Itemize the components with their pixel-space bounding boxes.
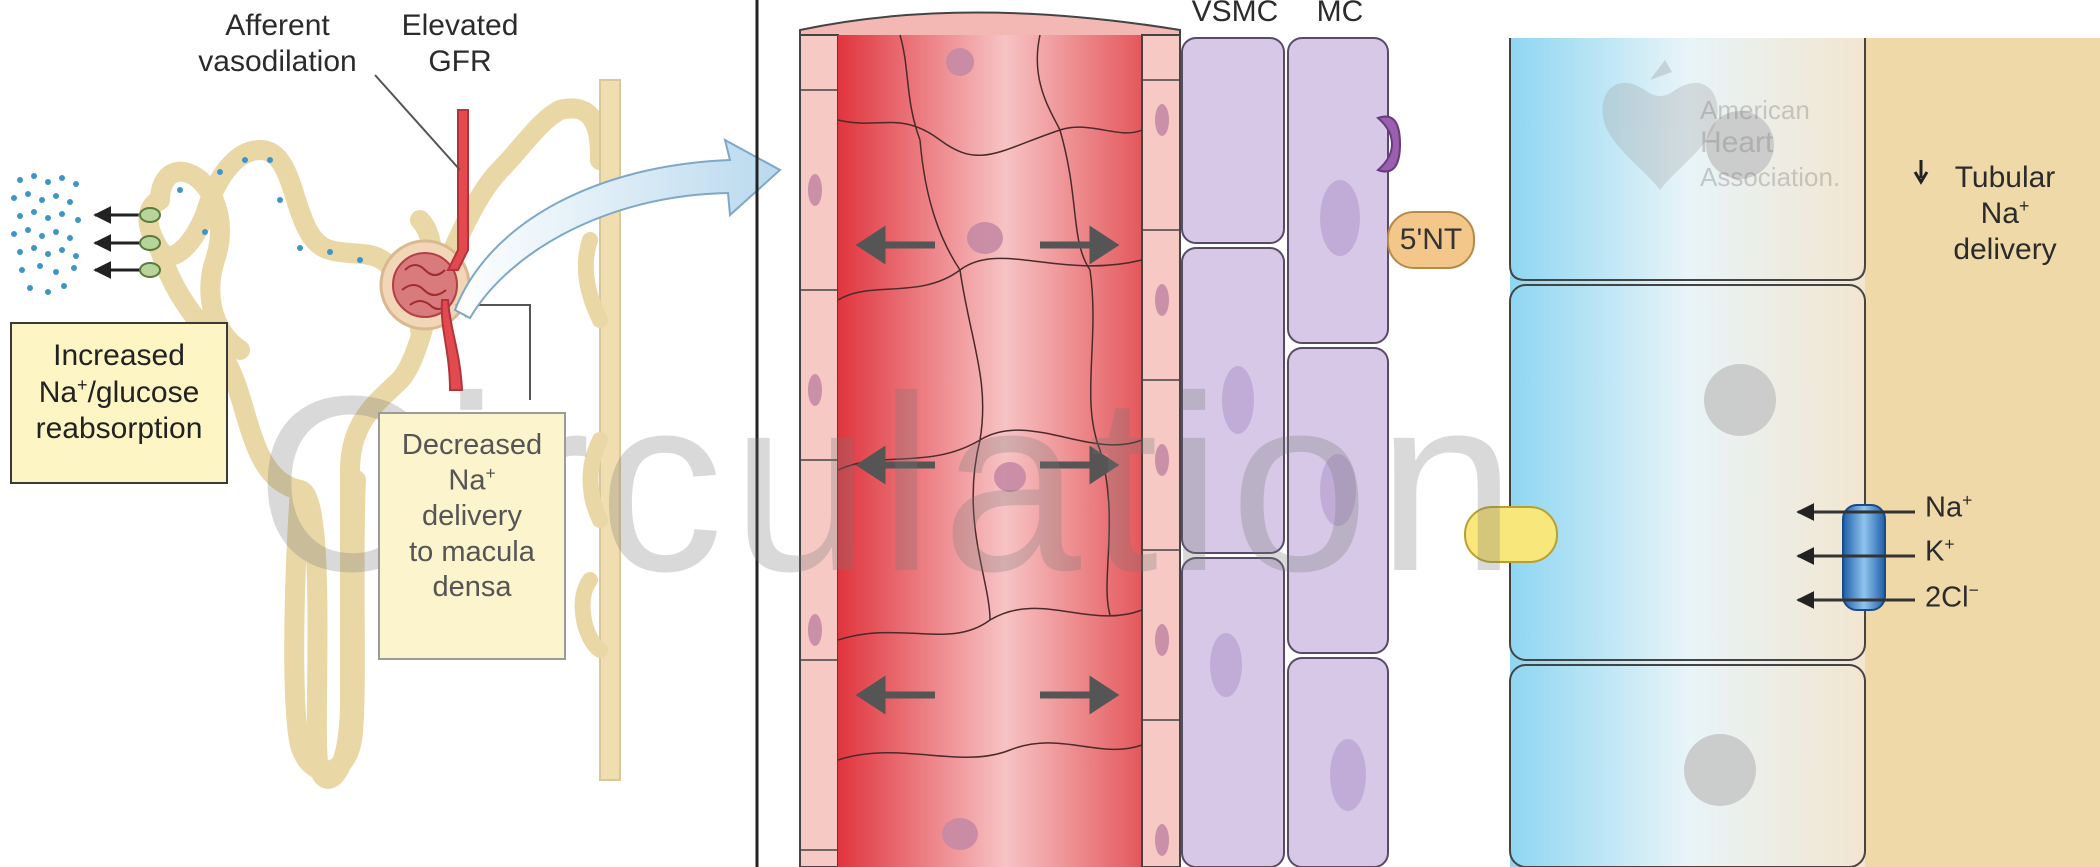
elevated-gfr-label: Elevated GFR bbox=[400, 8, 520, 80]
decreased-line-1: Decreased bbox=[380, 428, 564, 463]
tubular-line-3: delivery bbox=[1930, 232, 2080, 268]
decreased-line-3: delivery bbox=[380, 499, 564, 534]
mc-label: MC bbox=[1290, 0, 1390, 30]
aha-text-1: American bbox=[1700, 95, 1810, 126]
afferent-label: Afferent vasodilation bbox=[185, 8, 370, 80]
na-ion-label: Na+ bbox=[1925, 490, 1972, 525]
decreased-line-4: to macula bbox=[380, 535, 564, 570]
increased-reabsorption-box: Increased Na+/glucose reabsorption bbox=[10, 322, 228, 484]
decreased-line-2: Na+ bbox=[380, 463, 564, 499]
aha-text-2: Heart bbox=[1700, 125, 1773, 161]
reabsorption-arrows bbox=[95, 215, 140, 270]
cl-ion-label: 2Cl− bbox=[1925, 580, 1979, 615]
sglt-transporters bbox=[140, 208, 160, 277]
tubular-line-2: Na+ bbox=[1930, 196, 2080, 232]
sodium-glucose-dots bbox=[11, 173, 81, 295]
tubular-line-1: Tubular bbox=[1930, 160, 2080, 196]
tubular-delivery-label: Tubular Na+ delivery bbox=[1930, 160, 2080, 268]
vsmc-label: VSMC bbox=[1185, 0, 1285, 30]
aha-text-3: Association. bbox=[1700, 162, 1840, 193]
increased-line-2: Na+/glucose bbox=[12, 375, 226, 412]
nt5-label: 5'NT bbox=[1390, 222, 1472, 258]
decreased-line-5: densa bbox=[380, 570, 564, 605]
increased-line-1: Increased bbox=[12, 338, 226, 375]
afferent-pointer bbox=[375, 75, 460, 170]
decreased-delivery-box: Decreased Na+ delivery to macula densa bbox=[378, 412, 566, 660]
increased-line-3: reabsorption bbox=[12, 411, 226, 448]
k-ion-label: K+ bbox=[1925, 534, 1955, 569]
